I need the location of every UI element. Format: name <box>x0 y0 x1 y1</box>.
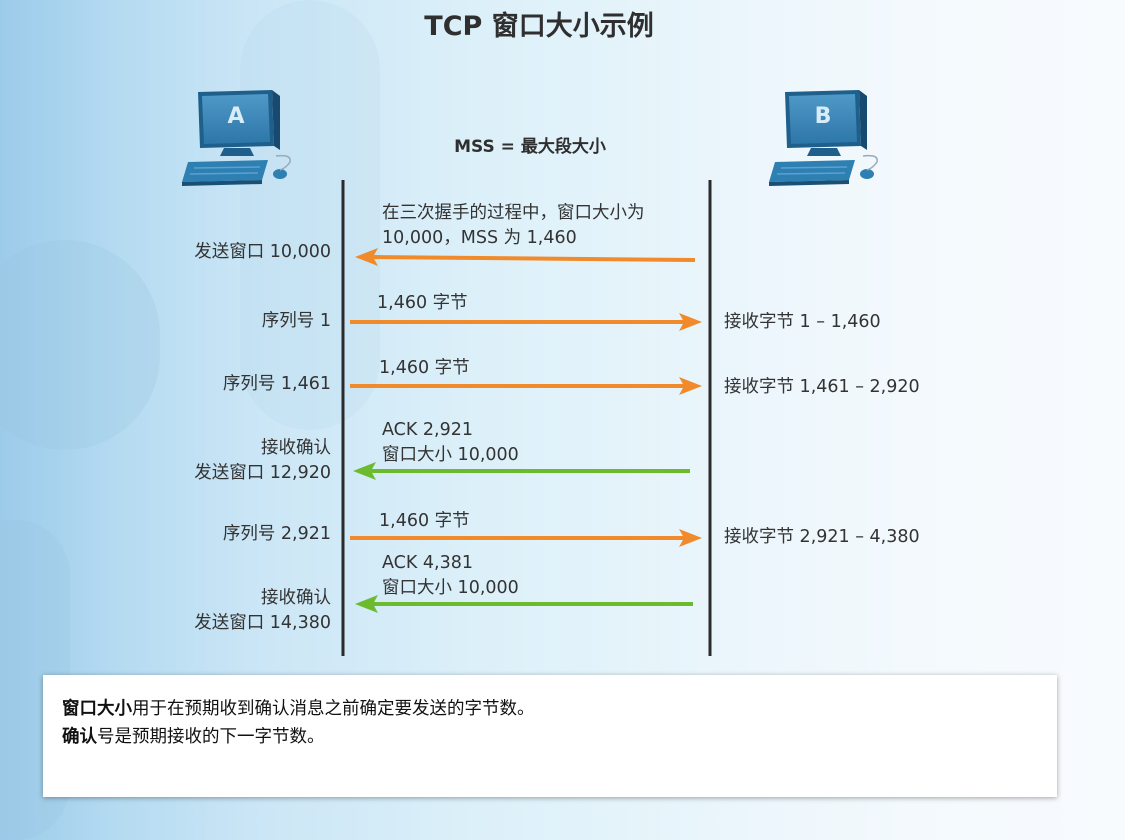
arrow-ack-1 <box>353 462 690 480</box>
arrow-segment-1 <box>350 313 702 331</box>
middle-label-ack-number: ACK 2,921 <box>382 420 474 440</box>
right-label-received-1: 接收字节 1 – 1,460 <box>724 312 881 332</box>
left-label-receive-ack: 接收确认 <box>261 588 331 608</box>
middle-label-bytes-2: 1,460 字节 <box>379 358 470 378</box>
right-label-received-2: 接收字节 1,461 – 2,920 <box>724 377 920 397</box>
computer-b-icon: B <box>767 88 887 188</box>
note-text-window-size: 用于在预期收到确认消息之前确定要发送的字节数。 <box>132 699 535 719</box>
arrow-segment-2 <box>350 377 702 395</box>
note-line-1: 窗口大小用于在预期收到确认消息之前确定要发送的字节数。 <box>62 695 1057 723</box>
note-term-ack: 确认 <box>62 727 97 747</box>
middle-label-ack-number: ACK 4,381 <box>382 553 474 573</box>
left-label-ack-2: 接收确认 发送窗口 14,380 <box>194 586 331 636</box>
middle-label-ack-1: ACK 2,921 窗口大小 10,000 <box>382 418 519 468</box>
note-term-window-size: 窗口大小 <box>62 699 132 719</box>
computer-b-label: B <box>814 104 832 129</box>
left-label-send-window: 发送窗口 10,000 <box>194 242 331 262</box>
middle-label-bytes-1: 1,460 字节 <box>377 293 468 313</box>
left-label-seq-1: 序列号 1 <box>261 311 331 331</box>
middle-label-ack-2: ACK 4,381 窗口大小 10,000 <box>382 551 519 601</box>
middle-label-handshake: 在三次握手的过程中，窗口大小为 10,000，MSS 为 1,460 <box>382 201 645 251</box>
arrow-ack-2 <box>355 595 693 613</box>
computer-a-icon: A <box>180 88 300 188</box>
middle-label-window-size: 窗口大小 10,000 <box>382 578 519 598</box>
mss-label: MSS = 最大段大小 <box>454 137 606 157</box>
note-box: 窗口大小用于在预期收到确认消息之前确定要发送的字节数。 确认号是预期接收的下一字… <box>43 675 1057 797</box>
left-label-receive-ack: 接收确认 <box>261 438 331 458</box>
arrow-segment-3 <box>350 529 702 547</box>
arrow-window-size <box>355 248 696 266</box>
page-title: TCP 窗口大小示例 <box>424 11 654 42</box>
sequence-diagram <box>341 180 712 656</box>
left-label-seq-1461: 序列号 1,461 <box>222 374 331 394</box>
middle-label-bytes-3: 1,460 字节 <box>379 511 470 531</box>
left-label-ack-1: 接收确认 发送窗口 12,920 <box>194 436 331 486</box>
right-label-received-3: 接收字节 2,921 – 4,380 <box>724 527 920 547</box>
left-label-send-window: 发送窗口 14,380 <box>194 613 331 633</box>
middle-label-handshake-line1: 在三次握手的过程中，窗口大小为 <box>382 203 645 223</box>
middle-label-handshake-line2: 10,000，MSS 为 1,460 <box>382 228 577 248</box>
left-label-seq-2921: 序列号 2,921 <box>222 524 331 544</box>
computer-a-label: A <box>227 104 245 129</box>
note-line-2: 确认号是预期接收的下一字节数。 <box>62 723 1057 751</box>
left-label-send-window: 发送窗口 12,920 <box>194 463 331 483</box>
middle-label-window-size: 窗口大小 10,000 <box>382 445 519 465</box>
note-text-ack: 号是预期接收的下一字节数。 <box>97 727 325 747</box>
